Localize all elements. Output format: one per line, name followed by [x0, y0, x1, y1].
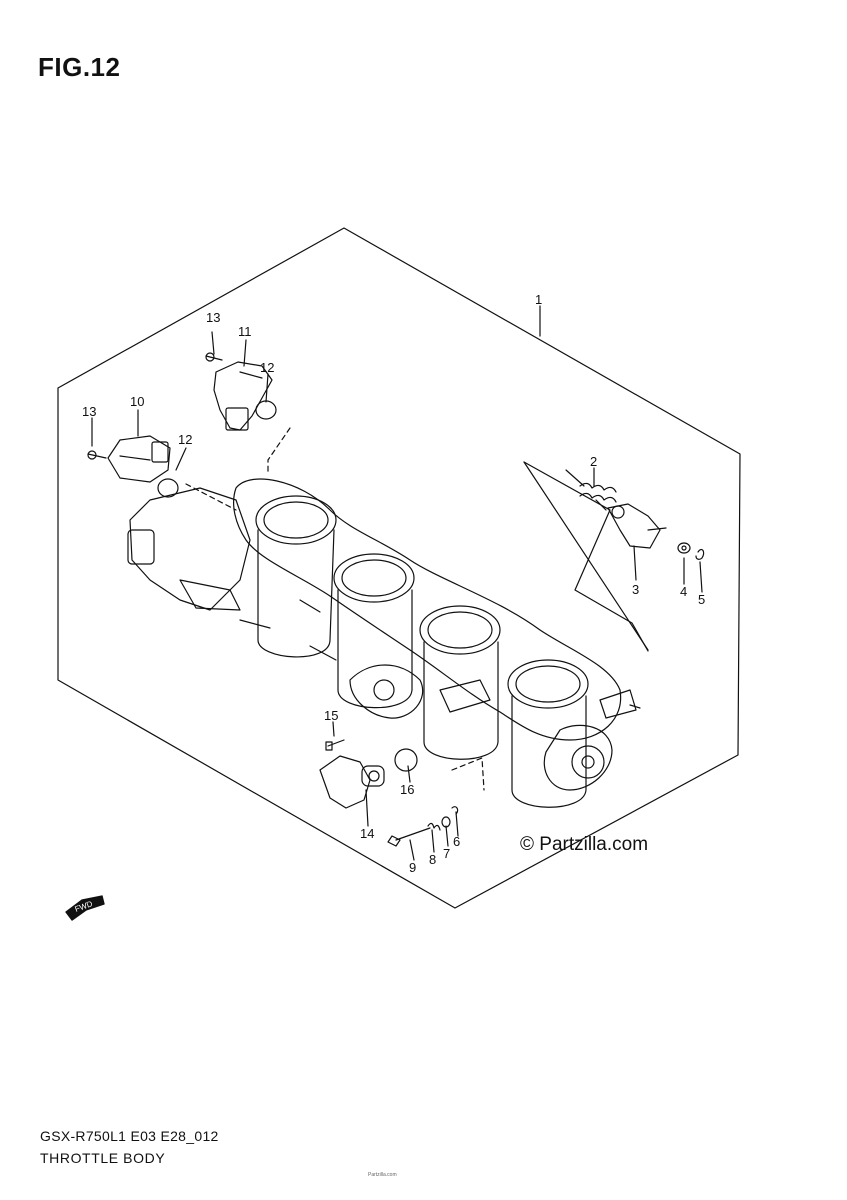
sensor-14-part [319, 755, 385, 809]
lever-part [607, 503, 667, 549]
subassembly-boundary [523, 461, 649, 652]
screw-13-upper [205, 352, 223, 362]
callout-2: 2 [590, 454, 597, 469]
fine-print: Partzilla.com [368, 1172, 397, 1178]
washer-part [677, 542, 691, 554]
callout-12-upper: 12 [260, 360, 274, 375]
callout-13-lower: 13 [82, 404, 96, 419]
partzilla-watermark: © Partzilla.com [520, 834, 649, 855]
o-ring-12-upper [255, 400, 277, 420]
screw-15-part [325, 739, 345, 751]
fwd-arrow-icon [65, 895, 105, 921]
callout-6: 6 [453, 834, 460, 849]
callout-3: 3 [632, 582, 639, 597]
washer-7-part [441, 816, 451, 828]
spring-8-part [427, 822, 441, 831]
callout-12-lower: 12 [178, 432, 192, 447]
callout-7: 7 [443, 846, 450, 861]
callout-9: 9 [409, 860, 416, 875]
callout-4: 4 [680, 584, 687, 599]
model-code: GSX-R750L1 E03 E28_012 [40, 1128, 219, 1144]
spring-part [565, 469, 617, 511]
screw-13-lower [87, 450, 107, 460]
figure-title: FIG.12 [38, 52, 121, 82]
callout-1: 1 [535, 292, 542, 307]
sensor-11-part [213, 361, 273, 431]
callout-11: 11 [238, 324, 252, 339]
callout-15: 15 [324, 708, 338, 723]
callout-8: 8 [429, 852, 436, 867]
callout-16: 16 [400, 782, 414, 797]
callout-10: 10 [130, 394, 144, 409]
section-name: THROTTLE BODY [40, 1150, 166, 1166]
callout-5: 5 [698, 592, 705, 607]
callout-14: 14 [360, 826, 374, 841]
screw-9-part [387, 827, 431, 847]
clip-part [695, 548, 705, 560]
throttle-body-assembly [127, 478, 641, 808]
o-ring-12-lower [157, 478, 179, 498]
clip-6-part [451, 806, 459, 815]
callout-13-upper: 13 [206, 310, 220, 325]
sensor-10-part [107, 435, 171, 483]
assembly-boundary [57, 227, 741, 909]
o-ring-16-part [394, 748, 418, 772]
